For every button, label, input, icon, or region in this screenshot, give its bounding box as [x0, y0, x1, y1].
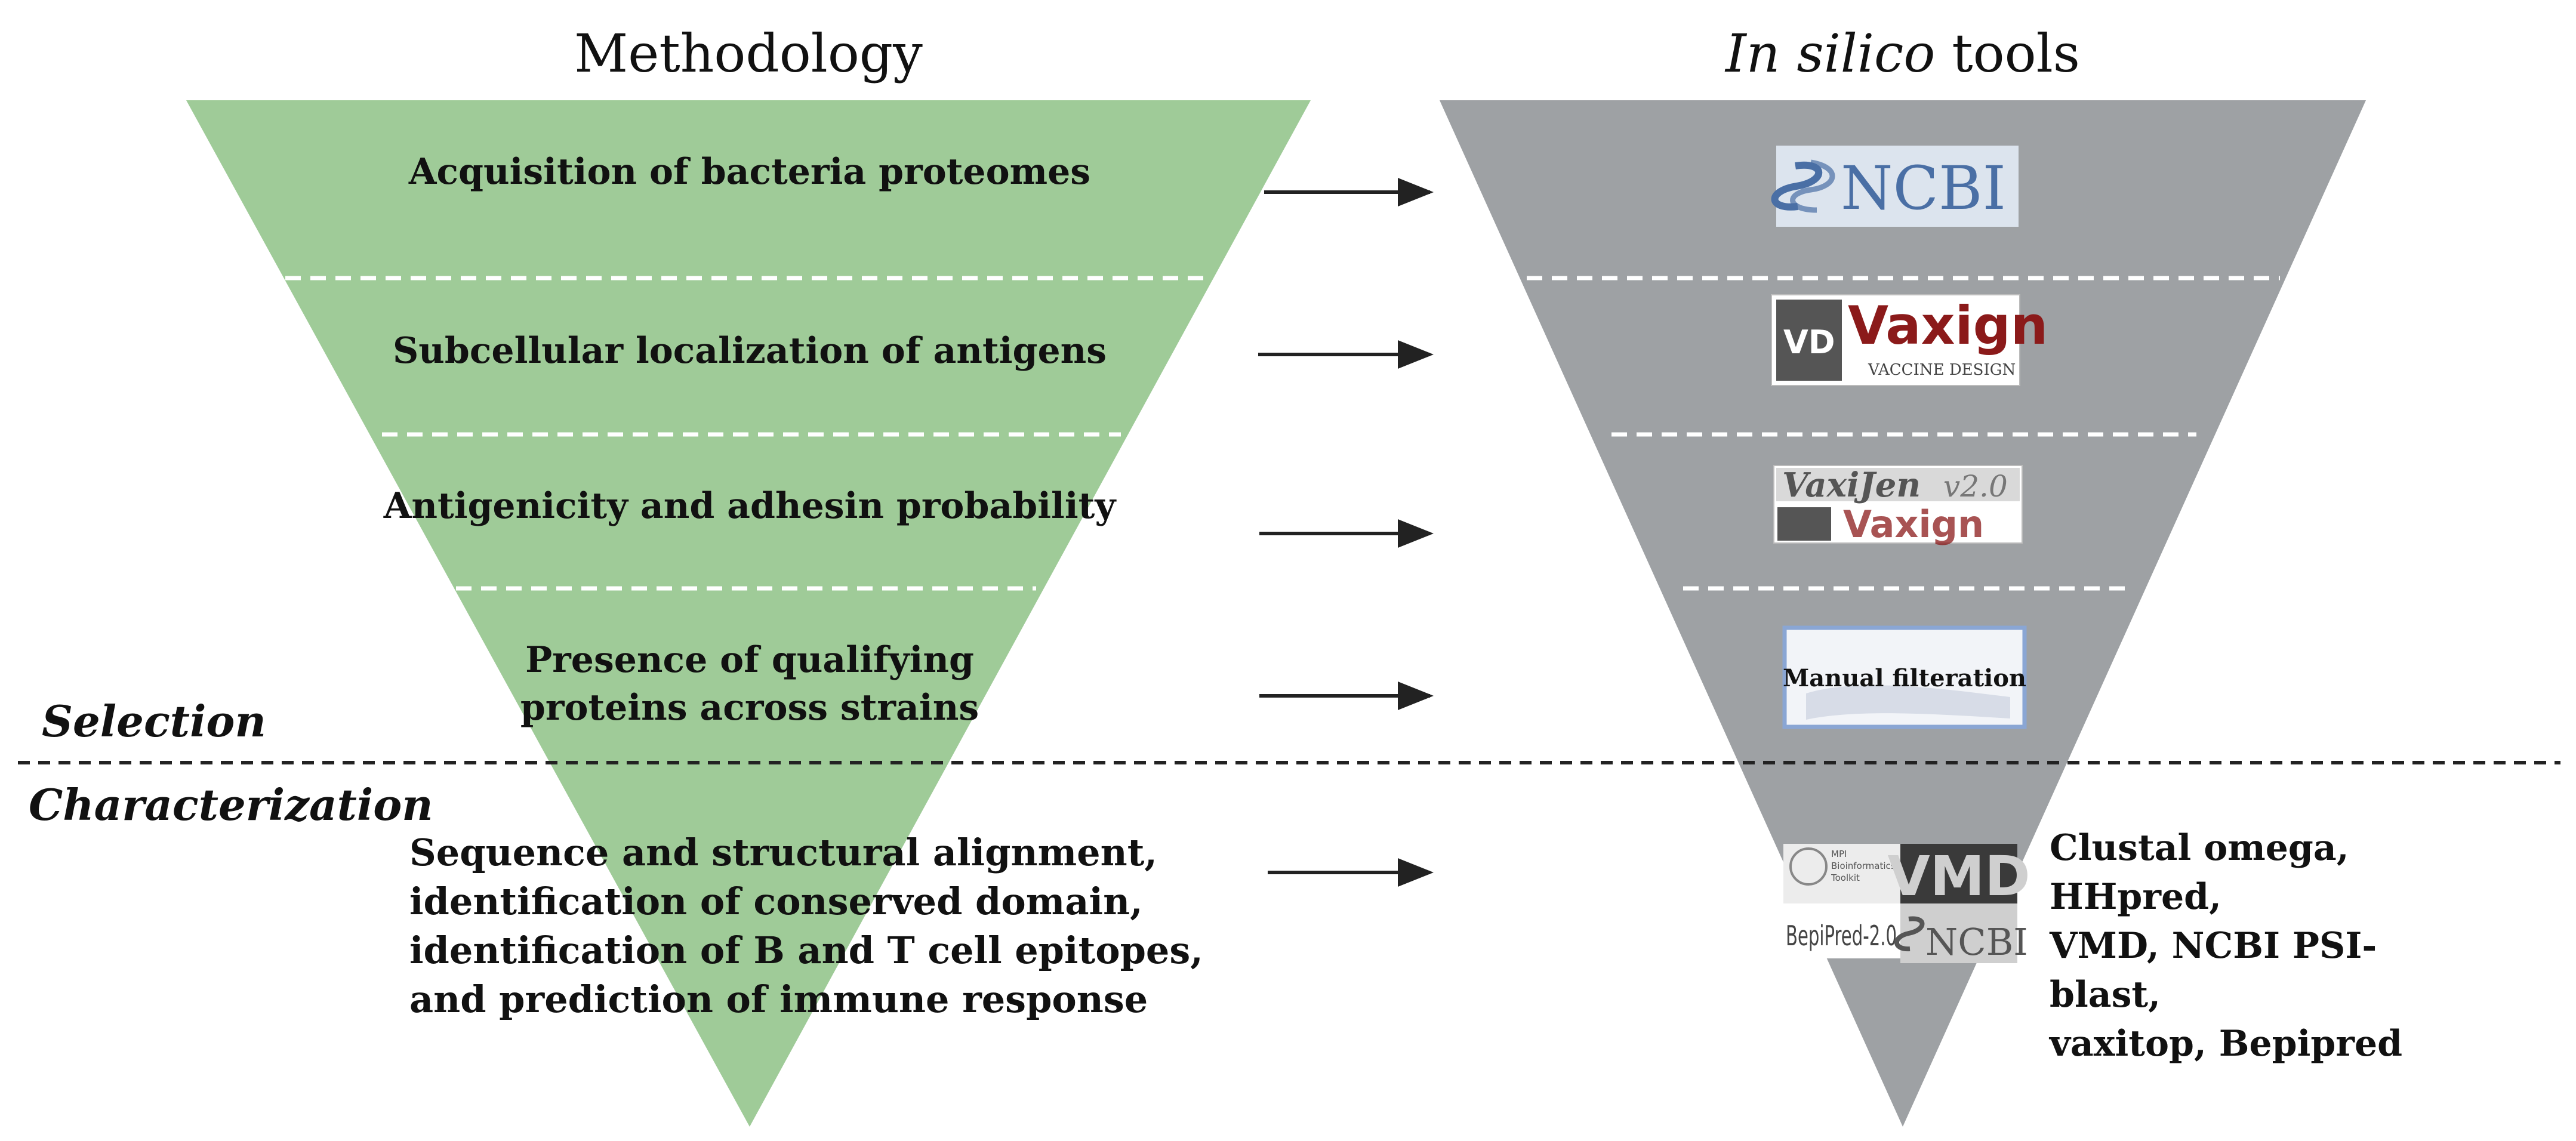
- vaxijen-version: v2.0: [1943, 469, 2008, 504]
- characterization-line-2: identification of conserved domain,: [409, 880, 1143, 923]
- vaxijen-logo-text: VaxiJen: [1782, 465, 1921, 505]
- characterization-line-4: and prediction of immune response: [409, 977, 1148, 1021]
- ncbi-small-logo-text: NCBI: [1925, 920, 2028, 964]
- mpi-line-3: Toolkit: [1831, 872, 1860, 883]
- bepipred-logo: BepiPred-2.0: [1783, 903, 1900, 958]
- vaxign-overlap-text: Vaxign: [1843, 502, 1984, 546]
- tools-heading-italic: In silico: [1725, 23, 1936, 84]
- vmd-logo-text: VMD: [1887, 844, 2030, 908]
- vd-mark: VD: [1783, 323, 1835, 361]
- mpi-line-2: Bioinformatics: [1831, 861, 1896, 871]
- ncbi-logo: NCBI: [1771, 146, 2019, 227]
- methodology-heading: Methodology: [574, 23, 923, 84]
- step-localization: Subcellular localization of antigens: [392, 330, 1107, 372]
- vaxijen-logo: Vaxign VaxiJen v2.0: [1773, 465, 2023, 546]
- characterization-label: Characterization: [29, 779, 433, 830]
- characterization-line-3: identification of B and T cell epitopes,: [409, 929, 1203, 972]
- step-acquisition: Acquisition of bacteria proteomes: [408, 151, 1091, 193]
- vaxign-logo-subtitle: VACCINE DESIGN: [1868, 361, 2016, 379]
- vaxign-logo: VD Vaxign VACCINE DESIGN: [1771, 294, 2048, 386]
- ncbi-logo-text: NCBI: [1841, 153, 2006, 223]
- tools-funnel: [1440, 100, 2366, 1127]
- step-presence-line-1: Presence of qualifying: [525, 639, 974, 681]
- vmd-logo: VMD: [1887, 844, 2030, 908]
- tool-list-line-1: Clustal omega, HHpred,: [2050, 827, 2349, 918]
- selection-label: Selection: [42, 696, 266, 747]
- vaxign-logo-text: Vaxign: [1848, 295, 2048, 356]
- step-antigenicity: Antigenicity and adhesin probability: [383, 485, 1116, 527]
- step-characterization: Sequence and structural alignment, ident…: [409, 828, 1203, 1024]
- tool-list-line-2: VMD, NCBI PSI-blast,: [2050, 925, 2377, 1016]
- bepipred-logo-text: BepiPred-2.0: [1786, 920, 1897, 952]
- mpi-line-1: MPI: [1831, 849, 1847, 859]
- ncbi-small-logo: NCBI: [1894, 903, 2028, 964]
- step-presence-line-2: proteins across strains: [520, 687, 979, 729]
- tool-list-line-3: vaxitop, Bepipred: [2050, 1023, 2403, 1065]
- manual-filtration-label: Manual filteration: [1783, 664, 2026, 692]
- tools-heading-rest: tools: [1935, 23, 2080, 84]
- methodology-funnel: [186, 100, 1311, 1127]
- manual-filtration-box: Manual filteration: [1782, 625, 2027, 729]
- tools-heading: In silico tools: [1664, 23, 2141, 84]
- step-presence: Presence of qualifying proteins across s…: [392, 636, 1108, 732]
- characterization-tool-list: Clustal omega, HHpred, VMD, NCBI PSI-bla…: [2050, 824, 2420, 1068]
- mpi-toolkit-logo: MPI Bioinformatics Toolkit: [1783, 844, 1900, 903]
- characterization-line-1: Sequence and structural alignment,: [409, 831, 1157, 874]
